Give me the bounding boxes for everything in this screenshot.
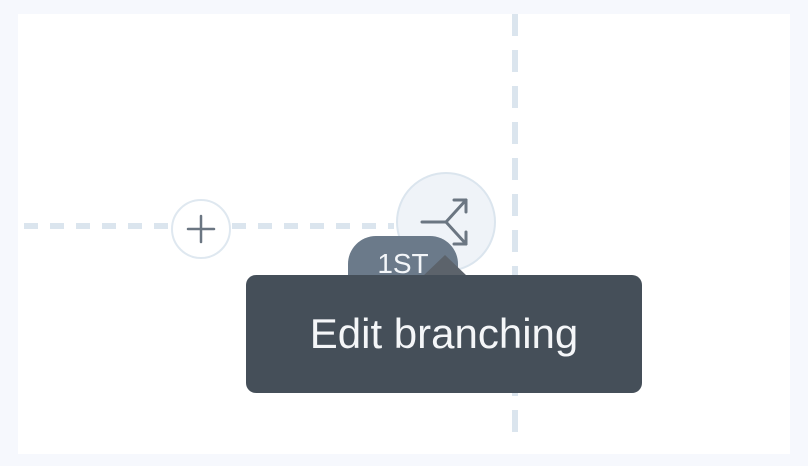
tooltip: Edit branching (246, 275, 642, 393)
plus-icon (186, 214, 216, 244)
split-branch-icon (420, 198, 468, 246)
tooltip-text: Edit branching (309, 310, 579, 357)
vertical-connector-line (512, 14, 518, 444)
add-step-button[interactable] (171, 199, 231, 259)
tooltip-arrow (423, 255, 467, 276)
